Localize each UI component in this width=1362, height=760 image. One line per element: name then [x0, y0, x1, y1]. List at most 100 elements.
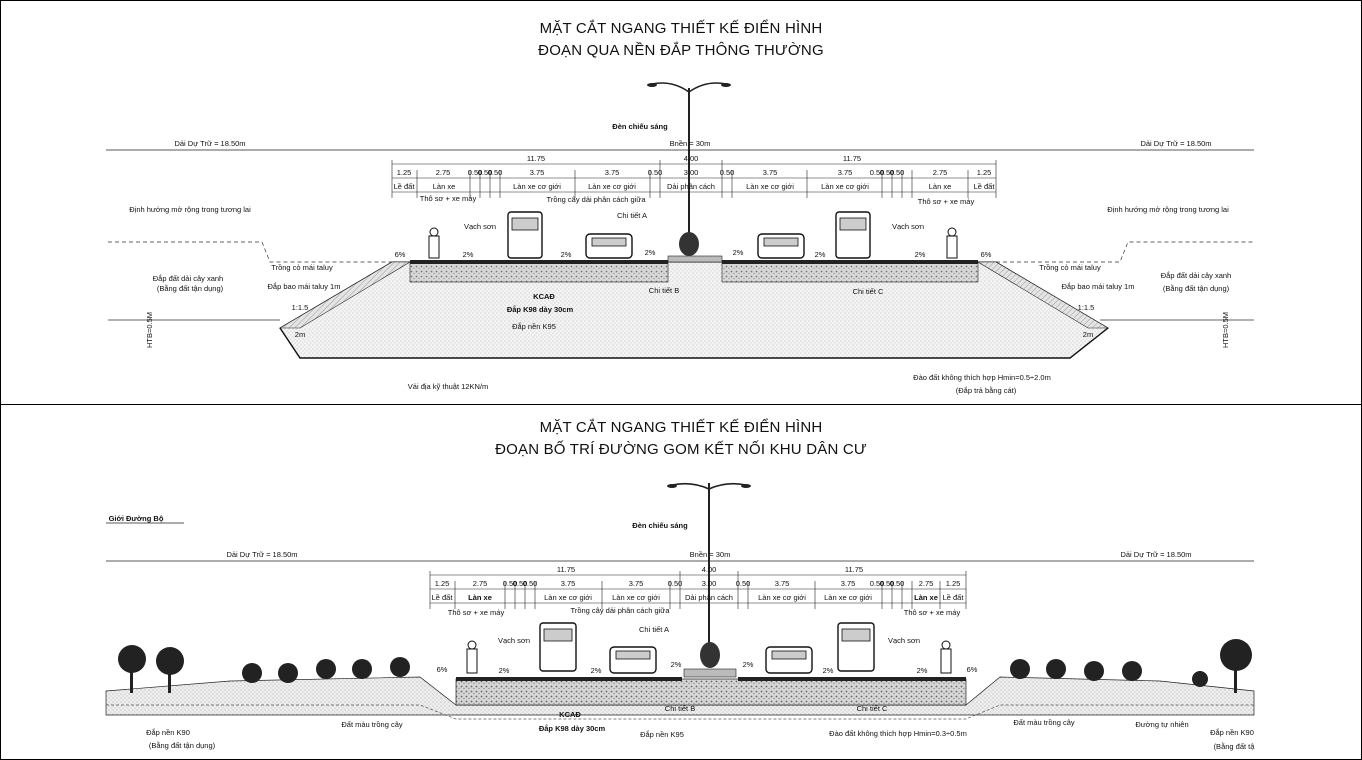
- nonmotor-note-left-2: Thô sơ + xe máy: [448, 608, 505, 617]
- motorbike-left: [428, 227, 440, 259]
- lane-motor-right-1: Làn xe cơ giới: [746, 182, 794, 191]
- slope-cover-right: Đắp bao mái taluy 1m: [1062, 282, 1135, 291]
- dim-center: 4.00: [684, 154, 699, 163]
- crossfall-2-b: 2%: [561, 250, 572, 259]
- crossfall-2-d: 2%: [733, 248, 744, 257]
- dimension-value: 0.50: [478, 168, 493, 177]
- panel-divider: [0, 404, 1362, 405]
- geotextile-line: [279, 327, 1109, 359]
- vehicle-car-left: [585, 233, 633, 259]
- detail-b-label: Chi tiết B: [649, 286, 679, 295]
- dimension-value: 1.25: [946, 579, 961, 588]
- dimension-value: 3.00: [684, 168, 699, 177]
- reuse-soil-right-2: (Bằng đất tậ: [1214, 742, 1256, 751]
- crossfall-2-d-2: 2%: [743, 660, 754, 669]
- median-shrub-2: [700, 642, 720, 668]
- lamp-arm-right: [688, 82, 727, 93]
- dimension-value: 0.50: [513, 579, 528, 588]
- lane-motor-right-2: Làn xe cơ giới: [821, 182, 869, 191]
- future-expansion-left: [108, 241, 392, 263]
- pavement-2: [455, 678, 967, 706]
- excavation-label-2: Đào đất không thích hợp Hmin=0.3÷0.5m: [829, 729, 967, 738]
- reserve-width-left-2: Dải Dự Trữ = 18.50m: [226, 550, 297, 559]
- trees-left: [118, 645, 410, 693]
- crossfall-2-b-2: 2%: [591, 666, 602, 675]
- detail-a-label-2: Chi tiết A: [639, 625, 669, 634]
- k95-layer-label-2: Đắp nền K95: [640, 730, 684, 739]
- shoulder-right: Lề đất: [974, 182, 996, 191]
- dimension-value: 3.00: [702, 579, 717, 588]
- crossfall-2-c-2: 2%: [671, 660, 682, 669]
- dimension-value: 2.75: [436, 168, 451, 177]
- crossfall-2-f: 2%: [915, 250, 926, 259]
- lamp-arm-left-2: [671, 482, 710, 490]
- dimension-value: 3.75: [530, 168, 545, 177]
- dimension-value: 0.50: [736, 579, 751, 588]
- dimension-value: 3.75: [561, 579, 576, 588]
- shoulder-right-2: Lề đất: [943, 593, 965, 602]
- dimension-value: 0.50: [668, 579, 683, 588]
- lane-nonmotor-right-2: Làn xe: [914, 593, 938, 602]
- crossfall-2-f-2: 2%: [917, 666, 928, 675]
- section-1-title-line1: MẶT CẮT NGANG THIẾT KẾ ĐIỂN HÌNH: [539, 20, 823, 37]
- geotextile-label: Vải địa kỹ thuật 12KN/m: [408, 382, 488, 391]
- k95-layer-label: Đắp nền K95: [512, 322, 556, 331]
- vehicle-car-right: [757, 233, 805, 259]
- lane-motor-left-2a: Làn xe cơ giới: [544, 593, 592, 602]
- paint-marking-left-2: Vạch sơn: [498, 636, 530, 645]
- green-strip-fill-left: Đắp đất dải cây xanh: [153, 274, 223, 283]
- asphalt-right-2: [738, 677, 966, 681]
- slope-ratio-right: 1:1.5: [1078, 303, 1095, 312]
- dimension-value: 3.75: [629, 579, 644, 588]
- section-2-drawing: Giới Đường Bộ Đèn chiếu sáng Dải Dự Trữ …: [105, 482, 1256, 751]
- slope-grass-left: Trồng cỏ mái taluy: [271, 263, 333, 272]
- section-2-title: MẶT CẮT NGANG THIẾT KẾ ĐIỂN HÌNH ĐOẠN BỐ…: [0, 417, 1362, 461]
- k90-layer-label: Đắp nền K90: [146, 728, 190, 737]
- slope-ratio-left: 1:1.5: [292, 303, 309, 312]
- dimension-value: 0.50: [488, 168, 503, 177]
- reuse-soil-right: (Bằng đất tận dụng): [1163, 284, 1230, 293]
- street-light-label: Đèn chiếu sáng: [612, 122, 668, 131]
- crossfall-2-a-2: 2%: [499, 666, 510, 675]
- median-strip-2: [683, 668, 737, 678]
- sand-backfill-label: (Đắp trả bằng cát): [956, 386, 1017, 395]
- paint-marking-right: Vạch sơn: [892, 222, 924, 231]
- cross-section-1: MẶT CẮT NGANG THIẾT KẾ ĐIỂN HÌNH ĐOẠN QU…: [106, 20, 1254, 395]
- crossfall-2-e-2: 2%: [823, 666, 834, 675]
- k98-layer-label-2: Đắp K98 dày 30cm: [539, 724, 606, 733]
- dimension-value: 0.50: [870, 168, 885, 177]
- road-boundary-label: Giới Đường Bộ: [109, 514, 164, 523]
- k98-layer-label: Đắp K98 dày 30cm: [507, 305, 574, 314]
- reserve-width-left: Dải Dự Trữ = 18.50m: [174, 139, 245, 148]
- detail-c-label-2: Chi tiết C: [857, 704, 888, 713]
- crossfall-2-c: 2%: [645, 248, 656, 257]
- lamp-head-right: [721, 83, 731, 87]
- ground-fill: [105, 676, 1255, 716]
- dimension-value: 0.50: [880, 579, 895, 588]
- topsoil-label-right: Đất màu trồng cây: [1013, 718, 1075, 727]
- nonmotor-note-right: Thô sơ + xe máy: [918, 197, 975, 206]
- dimension-value: 1.25: [977, 168, 992, 177]
- natural-road-label: Đường tự nhiên: [1135, 720, 1188, 729]
- dimension-value: 0.50: [523, 579, 538, 588]
- crossfall-6-left-2: 6%: [437, 665, 448, 674]
- vehicle-truck-right: [835, 211, 871, 259]
- dimension-value: 3.75: [605, 168, 620, 177]
- detail-c-label: Chi tiết C: [853, 287, 884, 296]
- median-planting-label: Trồng cây dải phân cách giữa: [547, 195, 647, 204]
- dimension-value: 0.50: [720, 168, 735, 177]
- median-label-2: Dải phân cách: [685, 593, 733, 602]
- dimension-value: 2.75: [473, 579, 488, 588]
- dim-half-right-2: 11.75: [845, 565, 863, 574]
- lane-nonmotor-left-2: Làn xe: [468, 593, 492, 602]
- lane-ticks-2: [429, 571, 967, 609]
- dimension-value: 0.50: [880, 168, 895, 177]
- dimension-value: 3.75: [775, 579, 790, 588]
- green-strip-fill-right: Đắp đất dải cây xanh: [1161, 271, 1231, 280]
- section-2-title-line2: ĐOẠN BỐ TRÍ ĐƯỜNG GOM KẾT NỐI KHU DÂN CƯ: [495, 441, 867, 458]
- slope-protection-right: [976, 261, 1110, 329]
- paint-marking-left: Vạch sơn: [464, 222, 496, 231]
- dimension-value: 0.50: [890, 168, 905, 177]
- crossfall-6-left: 6%: [395, 250, 406, 259]
- reserve-width-right: Dải Dự Trữ = 18.50m: [1140, 139, 1211, 148]
